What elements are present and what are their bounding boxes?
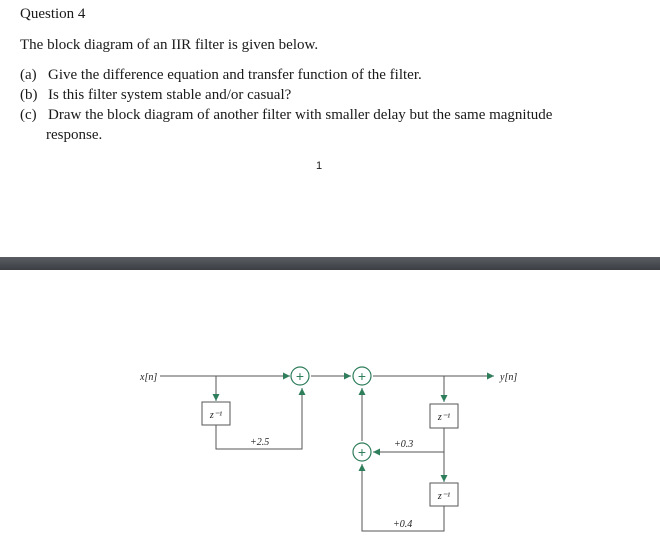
delay-3-label: z⁻¹ [437,491,450,502]
adder-1-symbol: + [296,368,304,384]
item-text-b: Is this filter system stable and/or casu… [48,87,292,103]
item-label-b: (b) [20,87,38,103]
question-intro: The block diagram of an IIR filter is gi… [20,37,319,53]
delay-block-2: z⁻¹ [429,403,459,429]
question-item-c: (c) Draw the block diagram of another fil… [20,107,552,124]
delay-block-1: z⁻¹ [201,401,231,426]
adder-2: + [352,366,372,386]
question-item-a: (a) Give the difference equation and tran… [20,67,422,84]
item-label-a: (a) [20,67,37,83]
page-divider [0,257,660,270]
adder-1: + [290,366,310,386]
input-label: x[n] [139,372,157,383]
item-text-c: Draw the block diagram of another filter… [48,107,553,123]
gain-label-feedforward: +2.5 [250,437,269,448]
adder-3-symbol: + [358,444,366,460]
adder-2-symbol: + [358,368,366,384]
question-item-c-continuation: response. [46,127,103,143]
delay-block-3: z⁻¹ [429,482,459,507]
item-label-c: (c) [20,107,37,123]
signal-line-feedforward [215,388,306,450]
adder-3: + [352,442,372,462]
gain-label-feedback-1: +0.3 [394,439,413,450]
output-label: y[n] [499,372,517,383]
page-number: 1 [316,160,323,172]
gain-label-feedback-2: +0.4 [393,519,412,530]
signal-line-feedback-2 [358,464,445,532]
delay-2-label: z⁻¹ [437,412,450,423]
question-title: Question 4 [20,6,86,22]
delay-1-label: z⁻¹ [209,410,222,421]
item-text-a: Give the difference equation and transfe… [48,67,422,83]
question-item-b: (b) Is this filter system stable and/or c… [20,87,291,104]
